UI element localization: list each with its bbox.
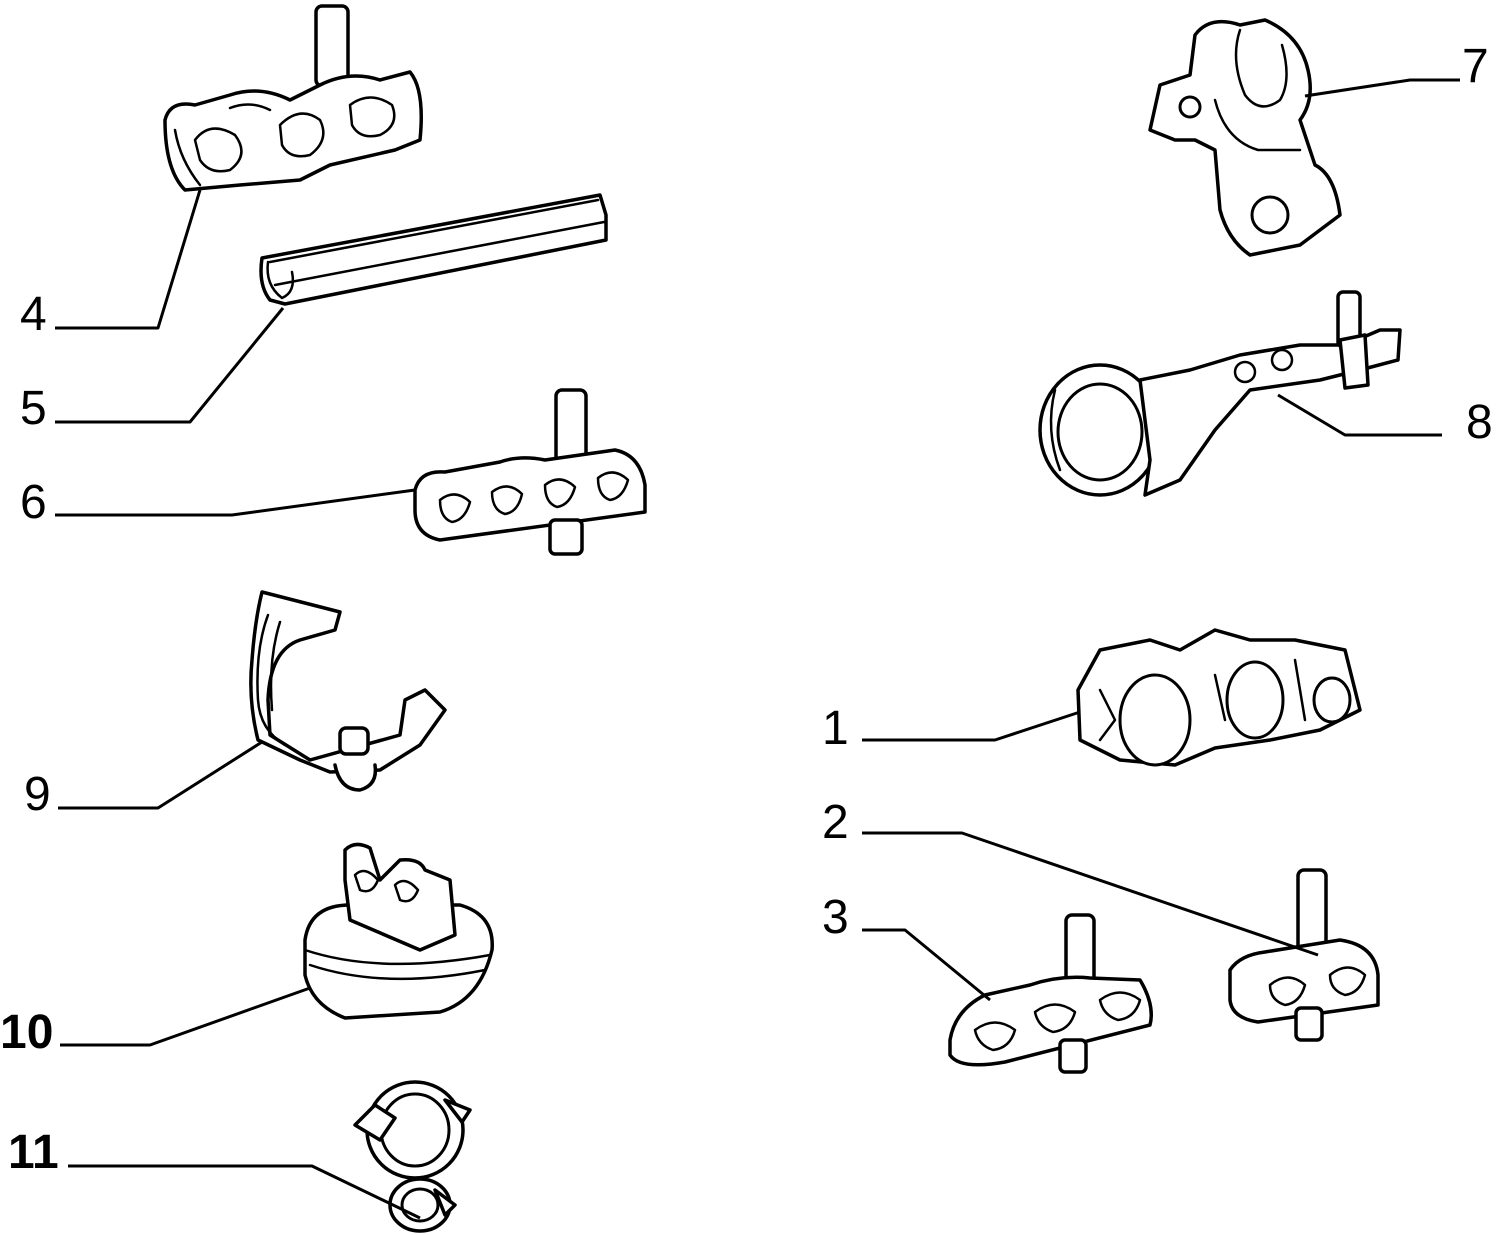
callout-4: 4 — [20, 288, 47, 341]
part-1-triple-clip — [1076, 628, 1362, 767]
part-7-bracket — [1148, 18, 1342, 257]
leader-6 — [55, 488, 416, 517]
callout-5: 5 — [20, 382, 47, 435]
part-9-u-bracket — [249, 590, 447, 792]
leader-3 — [862, 928, 991, 1002]
callout-3: 3 — [822, 891, 849, 944]
callout-8: 8 — [1466, 396, 1493, 449]
callout-9: 9 — [24, 768, 51, 821]
part-8-band-clamp — [1038, 290, 1402, 497]
leader-4 — [55, 189, 202, 330]
callout-10: 10 — [0, 1006, 53, 1059]
part-11-ring-clip — [353, 1080, 472, 1233]
callout-7: 7 — [1462, 40, 1489, 93]
leader-7 — [1304, 78, 1460, 98]
part-4-multi-clip — [163, 4, 423, 192]
part-10-oval-clip — [303, 842, 494, 1020]
leader-lines — [55, 78, 1460, 1220]
part-6-four-way-clip — [413, 388, 647, 556]
part-5-channel-strip — [259, 193, 608, 306]
part-3-three-way-clip — [948, 913, 1153, 1074]
leader-10 — [60, 986, 311, 1047]
callout-6: 6 — [20, 476, 47, 529]
leader-9 — [58, 740, 263, 810]
callout-2: 2 — [822, 796, 849, 849]
callout-11: 11 — [8, 1126, 59, 1179]
leader-8 — [1277, 393, 1442, 437]
leader-5 — [55, 307, 285, 424]
part-2-two-way-clip — [1228, 868, 1380, 1042]
callout-numbers: 4 5 6 9 10 11 7 8 1 2 3 — [0, 40, 1493, 1179]
leader-11 — [68, 1164, 421, 1220]
leader-1 — [862, 710, 1081, 742]
callout-1: 1 — [822, 702, 849, 755]
leader-2 — [862, 831, 1319, 957]
